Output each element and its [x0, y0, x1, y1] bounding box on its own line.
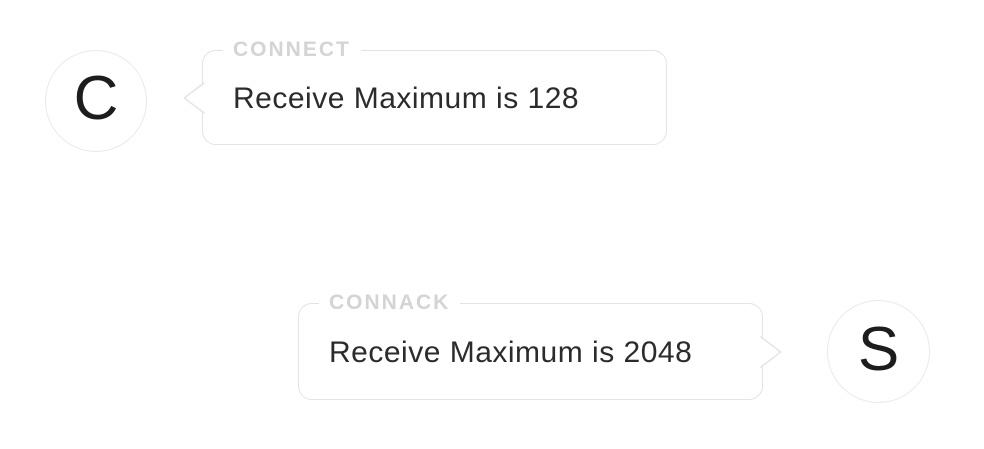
connect-message-text: Receive Maximum is 128: [233, 81, 580, 115]
connack-packet-label: CONNACK: [319, 289, 461, 317]
bubble-tail-right-icon: [760, 335, 782, 368]
connect-bubble: CONNECT Receive Maximum is 128: [183, 36, 667, 145]
connect-packet-label: CONNECT: [223, 36, 361, 64]
server-avatar: S: [827, 300, 930, 403]
bubble-tail-left-icon: [183, 81, 205, 114]
server-letter: S: [857, 314, 900, 384]
connack-bubble: CONNACK Receive Maximum is 2048: [298, 289, 782, 400]
client-letter: C: [73, 64, 119, 133]
connack-message-text: Receive Maximum is 2048: [329, 335, 693, 369]
client-avatar: C: [45, 50, 147, 152]
